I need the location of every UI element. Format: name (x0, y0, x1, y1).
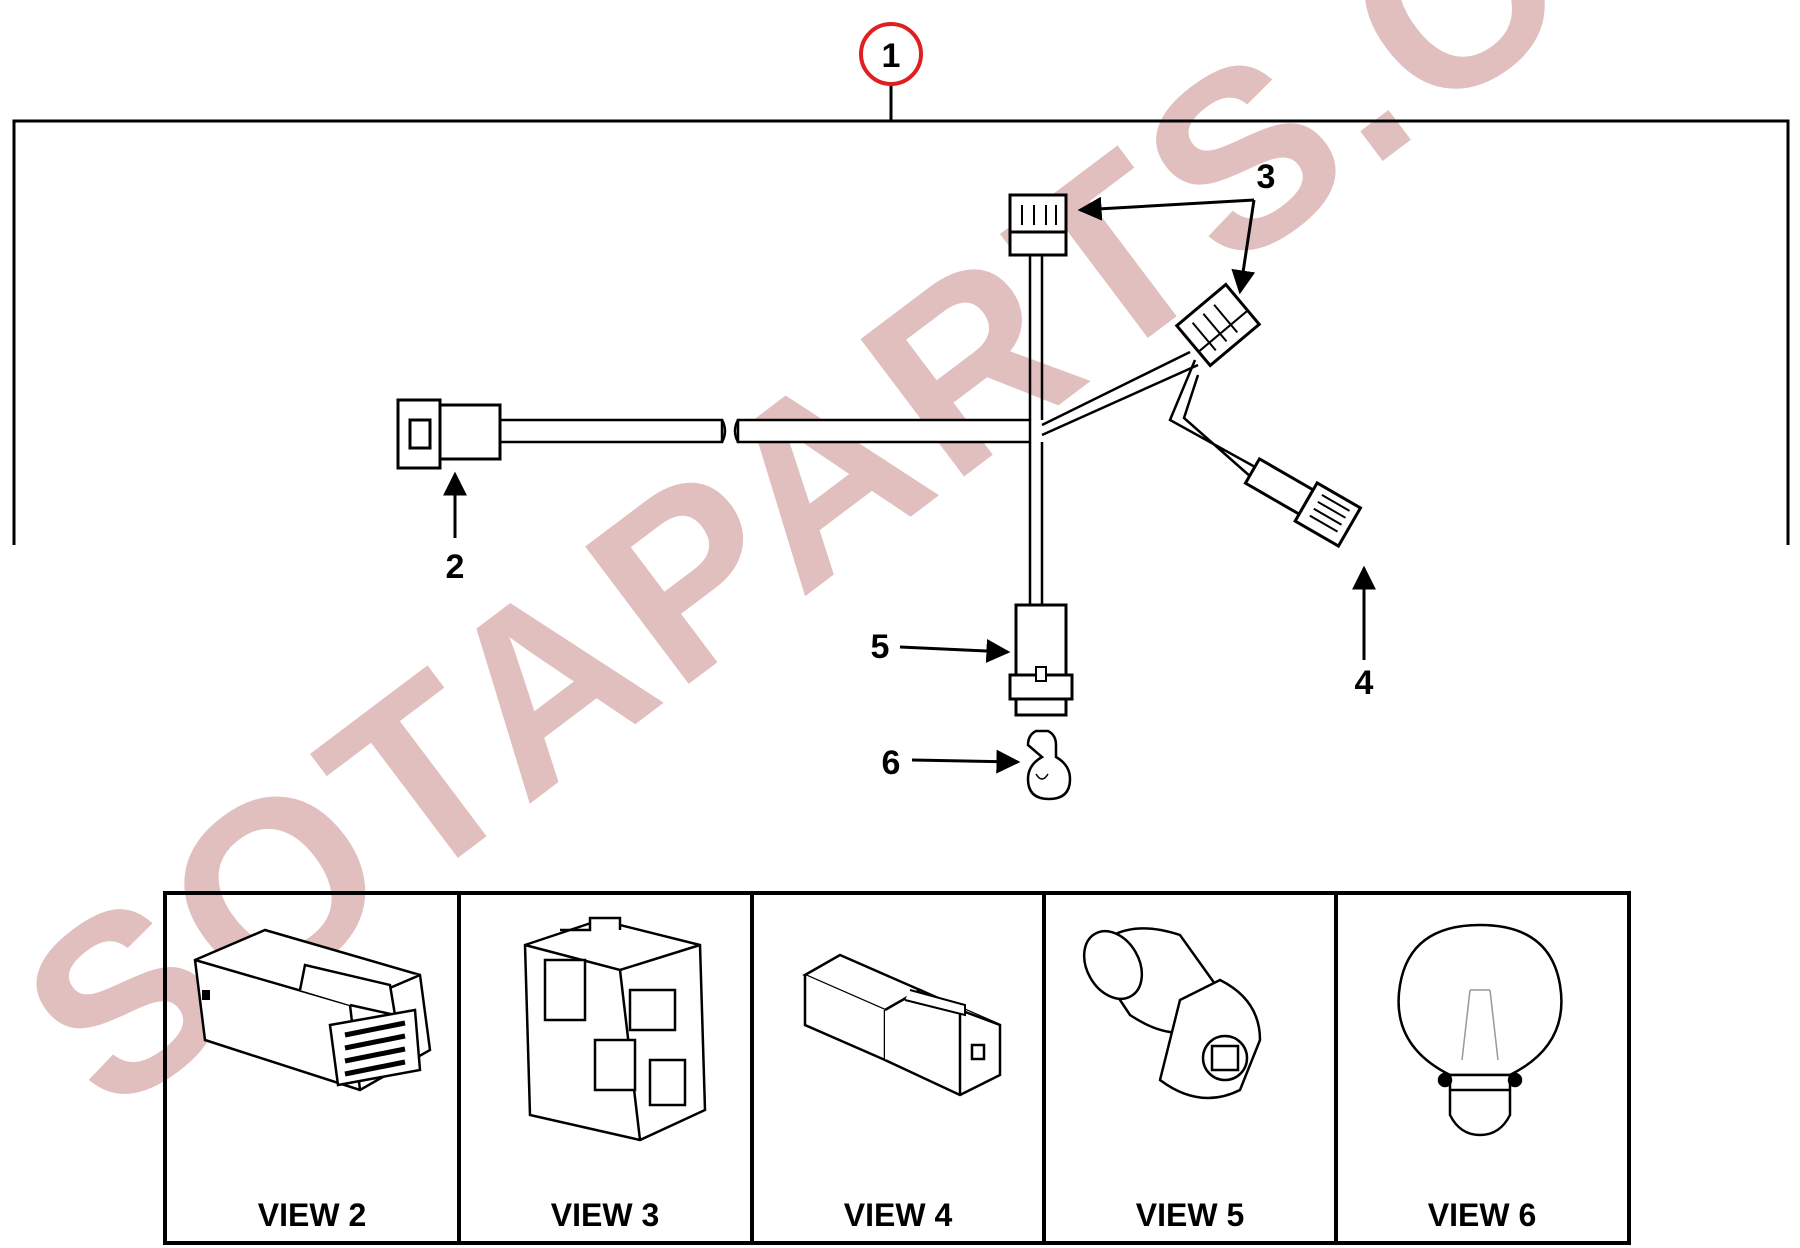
assembly-bracket (12, 82, 1790, 545)
assembly-number-badge: 1 (859, 22, 923, 86)
bulb-icon (1397, 923, 1563, 1137)
callout-5: 5 (871, 628, 890, 666)
view-5-label: VIEW 5 (1136, 1197, 1244, 1233)
view-4-label: VIEW 4 (844, 1197, 953, 1233)
bulb-6[interactable] (1026, 729, 1072, 801)
callout-2: 2 (446, 548, 465, 586)
harness-connector-icon (193, 928, 432, 1092)
connector-3-top[interactable] (1008, 193, 1068, 257)
connector-5-socket[interactable] (1008, 603, 1074, 717)
wire-harness (498, 255, 1276, 605)
inline-connector-icon (802, 953, 1002, 1097)
views-table (163, 891, 1631, 1245)
assembly-number: 1 (882, 37, 901, 75)
callout-3: 3 (1257, 158, 1276, 196)
view-2-label: VIEW 2 (258, 1197, 366, 1233)
connector-2[interactable] (396, 398, 502, 470)
connector-3-angled[interactable] (1174, 282, 1262, 368)
callout-4: 4 (1355, 664, 1374, 702)
view-3-label: VIEW 3 (551, 1197, 659, 1233)
callout-arrows (443, 196, 1376, 774)
switch-connector-icon (523, 916, 707, 1142)
callout-6: 6 (882, 744, 901, 782)
bulb-socket-icon (1082, 927, 1262, 1100)
view-6-label: VIEW 6 (1428, 1197, 1536, 1233)
connector-4[interactable] (1241, 452, 1363, 549)
